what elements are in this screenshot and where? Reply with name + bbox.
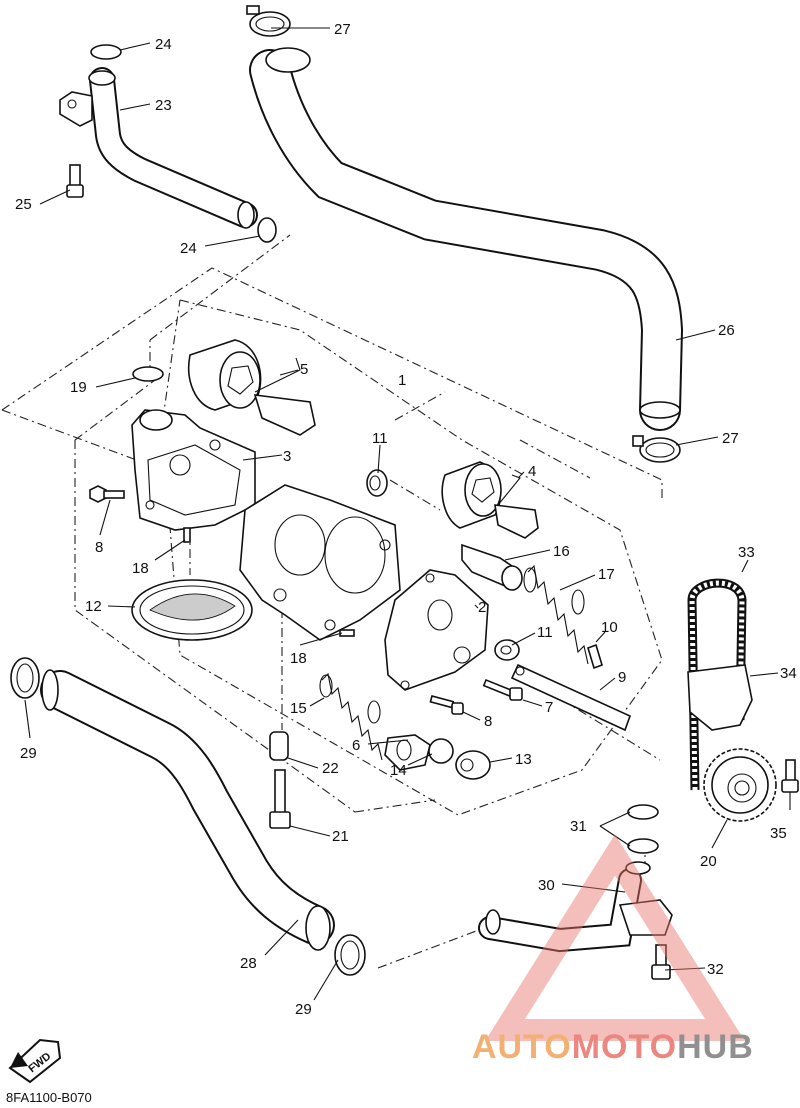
ball-14 bbox=[428, 738, 454, 764]
rotor-set-5 bbox=[188, 339, 316, 436]
callout-33: 33 bbox=[738, 544, 755, 561]
plug-13 bbox=[455, 750, 491, 780]
callout-22: 22 bbox=[322, 760, 339, 777]
callout-35: 35 bbox=[770, 825, 787, 842]
callout-27a: 27 bbox=[334, 21, 351, 38]
callout-15: 15 bbox=[290, 700, 307, 717]
pump-housing-3 bbox=[131, 409, 256, 531]
hose-clamp-29-left bbox=[10, 657, 40, 699]
chain-guide-34 bbox=[687, 664, 753, 731]
diagram-code: 8FA1100-B070 bbox=[6, 1090, 92, 1105]
hose-clamp-27-top bbox=[246, 5, 291, 37]
collar-22 bbox=[269, 731, 289, 761]
relief-valve-16 bbox=[461, 543, 523, 591]
callout-21: 21 bbox=[332, 828, 349, 845]
callout-2: 2 bbox=[478, 599, 486, 616]
o-ring-31-upper bbox=[627, 804, 659, 820]
watermark-logo: AUTOMOTOHUB bbox=[472, 834, 754, 1066]
callout-14: 14 bbox=[390, 762, 407, 779]
pump-cover-2 bbox=[384, 569, 489, 691]
bolt-25 bbox=[66, 164, 84, 198]
o-ring-19 bbox=[132, 366, 164, 382]
callout-27b: 27 bbox=[722, 430, 739, 447]
callout-10: 10 bbox=[601, 619, 618, 636]
watermark-auto: AUTO bbox=[472, 1028, 572, 1066]
pipe-23 bbox=[59, 67, 258, 229]
callout-3: 3 bbox=[283, 448, 291, 465]
callout-23: 23 bbox=[155, 97, 172, 114]
spring-15 bbox=[319, 672, 383, 761]
pump-main-housing bbox=[239, 484, 401, 641]
callout-7: 7 bbox=[545, 699, 553, 716]
bolt-7 bbox=[482, 678, 523, 701]
callout-31: 31 bbox=[570, 818, 587, 835]
watermark-moto: MOTO bbox=[572, 1028, 677, 1066]
svg-text:AUTOMOTOHUB: AUTOMOTOHUB bbox=[472, 1028, 754, 1066]
watermark-hub: HUB bbox=[677, 1028, 754, 1066]
dowel-pin-18-lower bbox=[339, 629, 355, 637]
bolt-8-center bbox=[429, 695, 464, 715]
sprocket-20 bbox=[703, 748, 777, 822]
pin-10 bbox=[587, 643, 603, 670]
callout-29b: 29 bbox=[295, 1001, 312, 1018]
callout-9: 9 bbox=[618, 669, 626, 686]
hose-clamp-27-lower bbox=[632, 435, 681, 463]
shaft-9 bbox=[510, 663, 632, 732]
oil-strainer-12 bbox=[131, 579, 253, 641]
callout-19: 19 bbox=[70, 379, 87, 396]
callout-20: 20 bbox=[700, 853, 717, 870]
collar-11-upper bbox=[366, 469, 388, 497]
callout-34: 34 bbox=[780, 665, 797, 682]
callout-24a: 24 bbox=[155, 36, 172, 53]
callout-18b: 18 bbox=[290, 650, 307, 667]
fwd-arrow-icon: FWD bbox=[8, 1038, 62, 1084]
callout-5: 5 bbox=[300, 361, 308, 378]
spring-17 bbox=[523, 564, 589, 665]
callout-11a: 11 bbox=[372, 430, 388, 447]
o-ring-24-bottom bbox=[257, 217, 277, 243]
hose-28 bbox=[40, 669, 335, 951]
callout-24b: 24 bbox=[180, 240, 197, 257]
callout-32: 32 bbox=[707, 961, 724, 978]
callout-26: 26 bbox=[718, 322, 735, 339]
watermark-triangle-icon bbox=[485, 834, 745, 1041]
callout-28: 28 bbox=[240, 955, 257, 972]
bolt-32 bbox=[651, 944, 671, 980]
o-ring-31-lower bbox=[627, 838, 659, 854]
callout-1: 1 bbox=[398, 372, 406, 389]
callout-8b: 8 bbox=[484, 713, 492, 730]
callout-labels: 1 2 3 4 5 6 7 8 8 9 10 11 11 12 13 14 15… bbox=[15, 21, 797, 1018]
callout-13: 13 bbox=[515, 751, 532, 768]
hose-clamp-29-right bbox=[334, 934, 366, 976]
pipe-30 bbox=[478, 861, 673, 953]
callout-17: 17 bbox=[598, 566, 615, 583]
callout-29a: 29 bbox=[20, 745, 37, 762]
callout-25: 25 bbox=[15, 196, 32, 213]
callout-4: 4 bbox=[528, 463, 536, 480]
chain-33 bbox=[687, 578, 747, 791]
callout-30: 30 bbox=[538, 877, 555, 894]
hose-26 bbox=[249, 47, 684, 431]
callout-6: 6 bbox=[352, 737, 360, 754]
callout-8a: 8 bbox=[95, 539, 103, 556]
bolt-8-left bbox=[89, 485, 125, 503]
rotor-set-4 bbox=[441, 461, 539, 539]
callout-18a: 18 bbox=[132, 560, 149, 577]
bolt-21 bbox=[269, 769, 291, 829]
leader-lines bbox=[24, 27, 791, 1001]
callout-16: 16 bbox=[553, 543, 570, 560]
dowel-pin-18-upper bbox=[183, 527, 191, 543]
callout-12: 12 bbox=[85, 598, 102, 615]
callout-11b: 11 bbox=[537, 624, 553, 641]
bolt-35 bbox=[781, 759, 799, 793]
o-ring-24-top bbox=[90, 44, 122, 60]
